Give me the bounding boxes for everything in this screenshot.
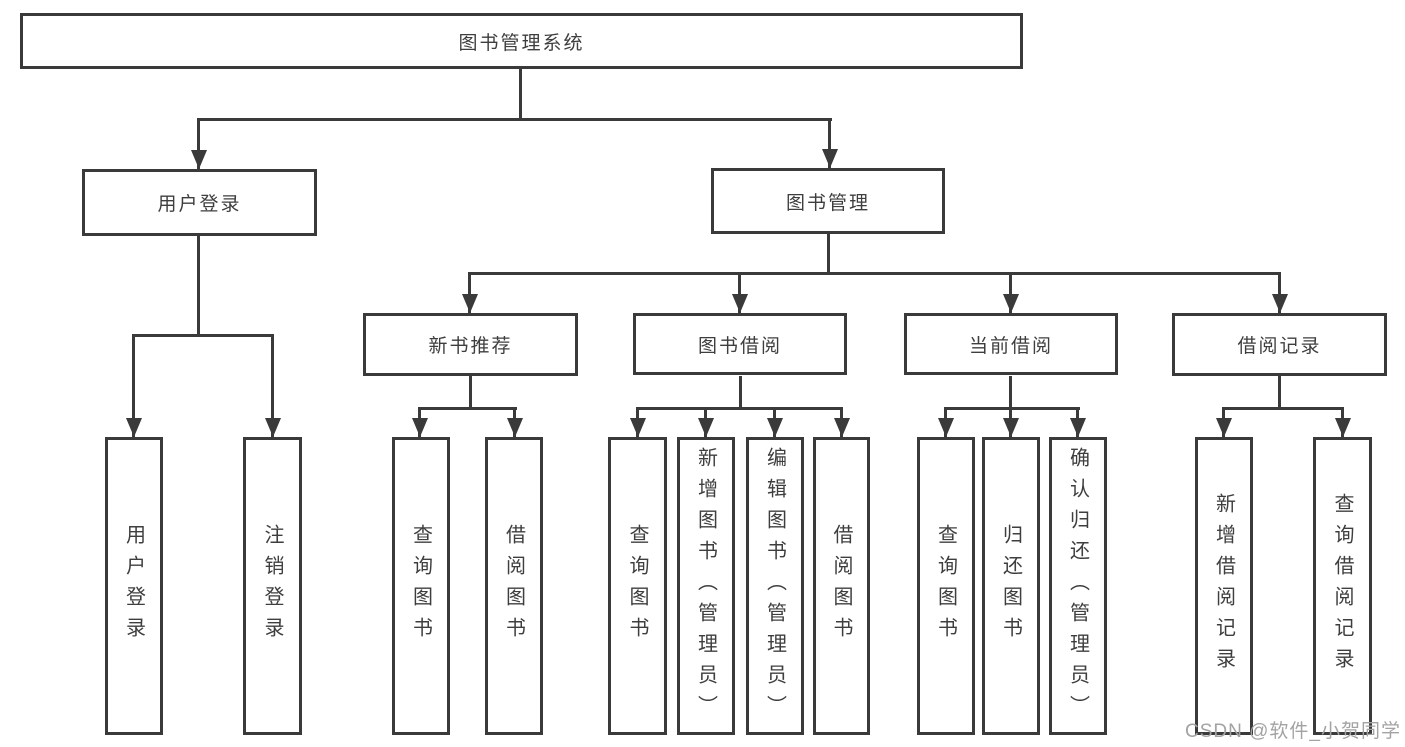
node-leaf-add-books-admin: 新增图书（管理员）: [677, 437, 735, 735]
connector-line: [1278, 272, 1281, 313]
arrowhead-down-icon: [834, 418, 850, 437]
arrowhead-down-icon: [1272, 294, 1288, 313]
watermark: CSDN @软件_小贺同学: [1185, 721, 1401, 742]
arrowhead-down-icon: [507, 418, 523, 437]
connector-line: [469, 376, 472, 410]
connector-line: [636, 407, 843, 410]
arrowhead-down-icon: [1003, 294, 1019, 313]
arrowhead-down-icon: [265, 418, 281, 437]
connector-line: [468, 272, 1281, 275]
connector-line: [197, 118, 200, 169]
node-leaf-query-borrow-record: 查询借阅记录: [1313, 437, 1372, 735]
connector-line: [739, 376, 742, 410]
node-leaf-edit-books-admin: 编辑图书（管理员）: [746, 437, 804, 735]
connector-line: [271, 334, 274, 437]
connector-line: [519, 68, 522, 120]
node-user-login: 用户登录: [82, 169, 317, 236]
connector-line: [1009, 272, 1012, 313]
connector-line: [132, 334, 135, 437]
node-leaf-add-borrow-record: 新增借阅记录: [1195, 437, 1253, 735]
connector-line: [132, 334, 274, 337]
arrowhead-down-icon: [191, 150, 207, 169]
arrowhead-down-icon: [462, 294, 478, 313]
arrowhead-down-icon: [767, 418, 783, 437]
arrowhead-down-icon: [1216, 418, 1232, 437]
node-book-borrow: 图书借阅: [633, 313, 847, 375]
connector-line: [1278, 376, 1281, 410]
node-leaf-query-books-recommend: 查询图书: [392, 437, 450, 735]
arrowhead-down-icon: [938, 418, 954, 437]
connector-line: [944, 407, 1080, 410]
arrowhead-down-icon: [1070, 418, 1086, 437]
connector-line: [828, 118, 831, 168]
arrowhead-down-icon: [1335, 418, 1351, 437]
node-library-system: 图书管理系统: [20, 13, 1023, 69]
node-leaf-logout: 注销登录: [243, 437, 302, 735]
node-borrow-records: 借阅记录: [1172, 313, 1387, 376]
node-leaf-borrow-books: 借阅图书: [813, 437, 870, 735]
node-new-book-recommend: 新书推荐: [363, 313, 578, 376]
node-book-management: 图书管理: [711, 168, 945, 234]
node-leaf-return-books: 归还图书: [982, 437, 1040, 735]
arrowhead-down-icon: [1003, 418, 1019, 437]
node-leaf-confirm-return-admin: 确认归还（管理员）: [1049, 437, 1107, 735]
arrowhead-down-icon: [732, 294, 748, 313]
connector-line: [738, 272, 741, 313]
node-leaf-query-books-current: 查询图书: [917, 437, 975, 735]
arrowhead-down-icon: [822, 149, 838, 168]
connector-line: [1009, 376, 1012, 410]
arrowhead-down-icon: [698, 418, 714, 437]
connector-line: [197, 236, 200, 337]
node-leaf-borrow-books-recommend: 借阅图书: [485, 437, 543, 735]
node-current-borrow: 当前借阅: [904, 313, 1118, 375]
connector-line: [418, 407, 517, 410]
node-leaf-user-login: 用户登录: [105, 437, 163, 735]
arrowhead-down-icon: [412, 418, 428, 437]
node-leaf-query-books-borrow: 查询图书: [608, 437, 667, 735]
arrowhead-down-icon: [630, 418, 646, 437]
connector-line: [827, 234, 830, 275]
connector-line: [468, 272, 471, 313]
connector-line: [1222, 407, 1344, 410]
connector-line: [198, 118, 832, 121]
arrowhead-down-icon: [126, 418, 142, 437]
